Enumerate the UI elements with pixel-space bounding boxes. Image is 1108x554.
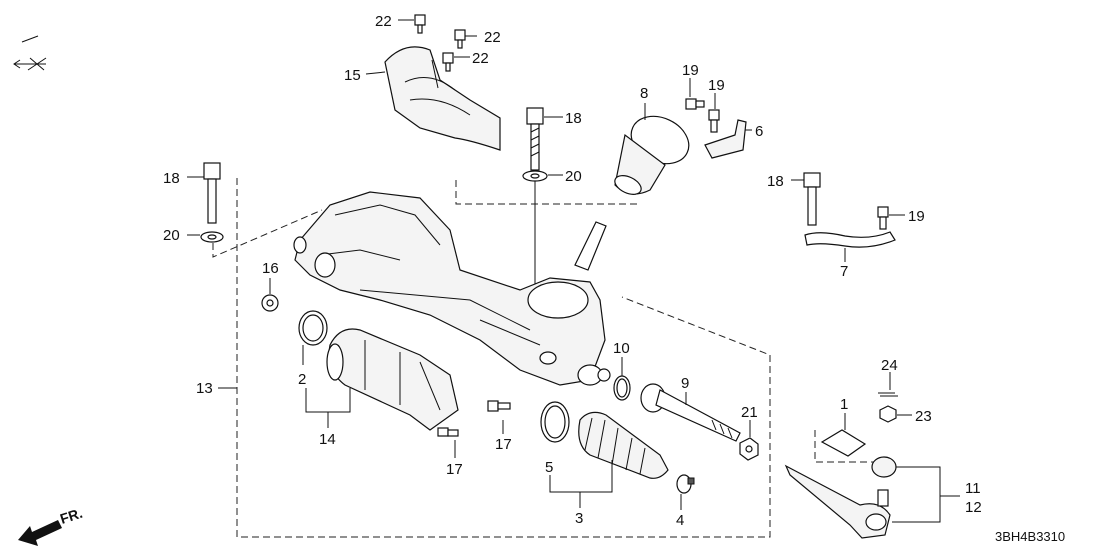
callout-19: 19 bbox=[908, 208, 925, 225]
steering-rack-body bbox=[293, 191, 611, 386]
callout-19: 19 bbox=[682, 62, 699, 79]
callout-21: 21 bbox=[741, 404, 758, 421]
bolt-19-right bbox=[877, 206, 889, 230]
nut-16-part bbox=[261, 294, 279, 312]
callout-2: 2 bbox=[298, 371, 306, 388]
bracket-6-part bbox=[704, 119, 747, 159]
callout-9: 9 bbox=[681, 375, 689, 392]
front-direction-arrow: FR. bbox=[18, 505, 84, 546]
orientation-glyph bbox=[13, 35, 47, 71]
tie-rod-end-11-part bbox=[784, 464, 891, 539]
plate-7-part bbox=[804, 231, 896, 248]
callout-20: 20 bbox=[565, 168, 582, 185]
bolt-19-b bbox=[708, 109, 720, 133]
callout-1: 1 bbox=[840, 396, 848, 413]
bellows-boot-3-part bbox=[578, 411, 669, 479]
heat-shield-part bbox=[384, 46, 501, 151]
callout-6: 6 bbox=[755, 123, 763, 140]
callout-13: 13 bbox=[196, 380, 213, 397]
callout-7: 7 bbox=[840, 263, 848, 280]
callout-labels: 22 22 22 15 18 20 8 19 19 6 18 19 7 18 2… bbox=[163, 13, 982, 529]
grommet-8-part bbox=[614, 115, 690, 195]
bolt-18-center bbox=[526, 107, 544, 171]
cotter-pin-24-part bbox=[878, 392, 898, 397]
washer-20-center bbox=[522, 170, 548, 182]
nut-21-part bbox=[739, 437, 759, 461]
callout-14: 14 bbox=[319, 431, 336, 448]
callout-18: 18 bbox=[565, 110, 582, 127]
ring-10-part bbox=[613, 375, 631, 401]
bolt-22-b bbox=[454, 29, 466, 49]
callout-20: 20 bbox=[163, 227, 180, 244]
o-ring-2-part bbox=[298, 310, 328, 346]
callout-11: 11 bbox=[965, 480, 981, 497]
boot-12-part bbox=[871, 456, 897, 507]
leader-lines bbox=[187, 19, 960, 523]
bolt-22-a bbox=[414, 14, 426, 34]
assembly-dashed-outline bbox=[212, 178, 880, 538]
clamp-4-part bbox=[676, 474, 695, 494]
bolt-17-a bbox=[487, 400, 511, 412]
gasket-1-part bbox=[820, 429, 867, 457]
direction-label: FR. bbox=[58, 505, 84, 527]
callout-24: 24 bbox=[881, 357, 898, 374]
callout-18: 18 bbox=[163, 170, 180, 187]
nut-23-part bbox=[879, 405, 897, 423]
callout-22: 22 bbox=[375, 13, 392, 30]
callout-8: 8 bbox=[640, 85, 648, 102]
callout-17: 17 bbox=[446, 461, 463, 478]
callout-19: 19 bbox=[708, 77, 725, 94]
washer-20-left bbox=[200, 231, 224, 243]
diagram-code: 3BH4B3310 bbox=[995, 529, 1065, 544]
callout-22: 22 bbox=[472, 50, 489, 67]
callout-5: 5 bbox=[545, 459, 553, 476]
callout-23: 23 bbox=[915, 408, 932, 425]
callout-15: 15 bbox=[344, 67, 361, 84]
callout-12: 12 bbox=[965, 499, 982, 516]
bolt-18-left bbox=[203, 162, 221, 224]
callout-3: 3 bbox=[575, 510, 583, 527]
bolt-18-right bbox=[803, 172, 821, 226]
bolt-22-c bbox=[442, 52, 454, 72]
bolt-17-b bbox=[437, 427, 459, 437]
callout-22: 22 bbox=[484, 29, 501, 46]
clamp-5-part bbox=[540, 401, 570, 443]
callout-10: 10 bbox=[613, 340, 630, 357]
callout-17: 17 bbox=[495, 436, 512, 453]
callout-18: 18 bbox=[767, 173, 784, 190]
tie-rod-9-part bbox=[640, 383, 741, 442]
motor-14-part bbox=[326, 328, 459, 431]
callout-4: 4 bbox=[676, 512, 684, 529]
callout-16: 16 bbox=[262, 260, 279, 277]
bolt-19-a bbox=[685, 98, 705, 110]
